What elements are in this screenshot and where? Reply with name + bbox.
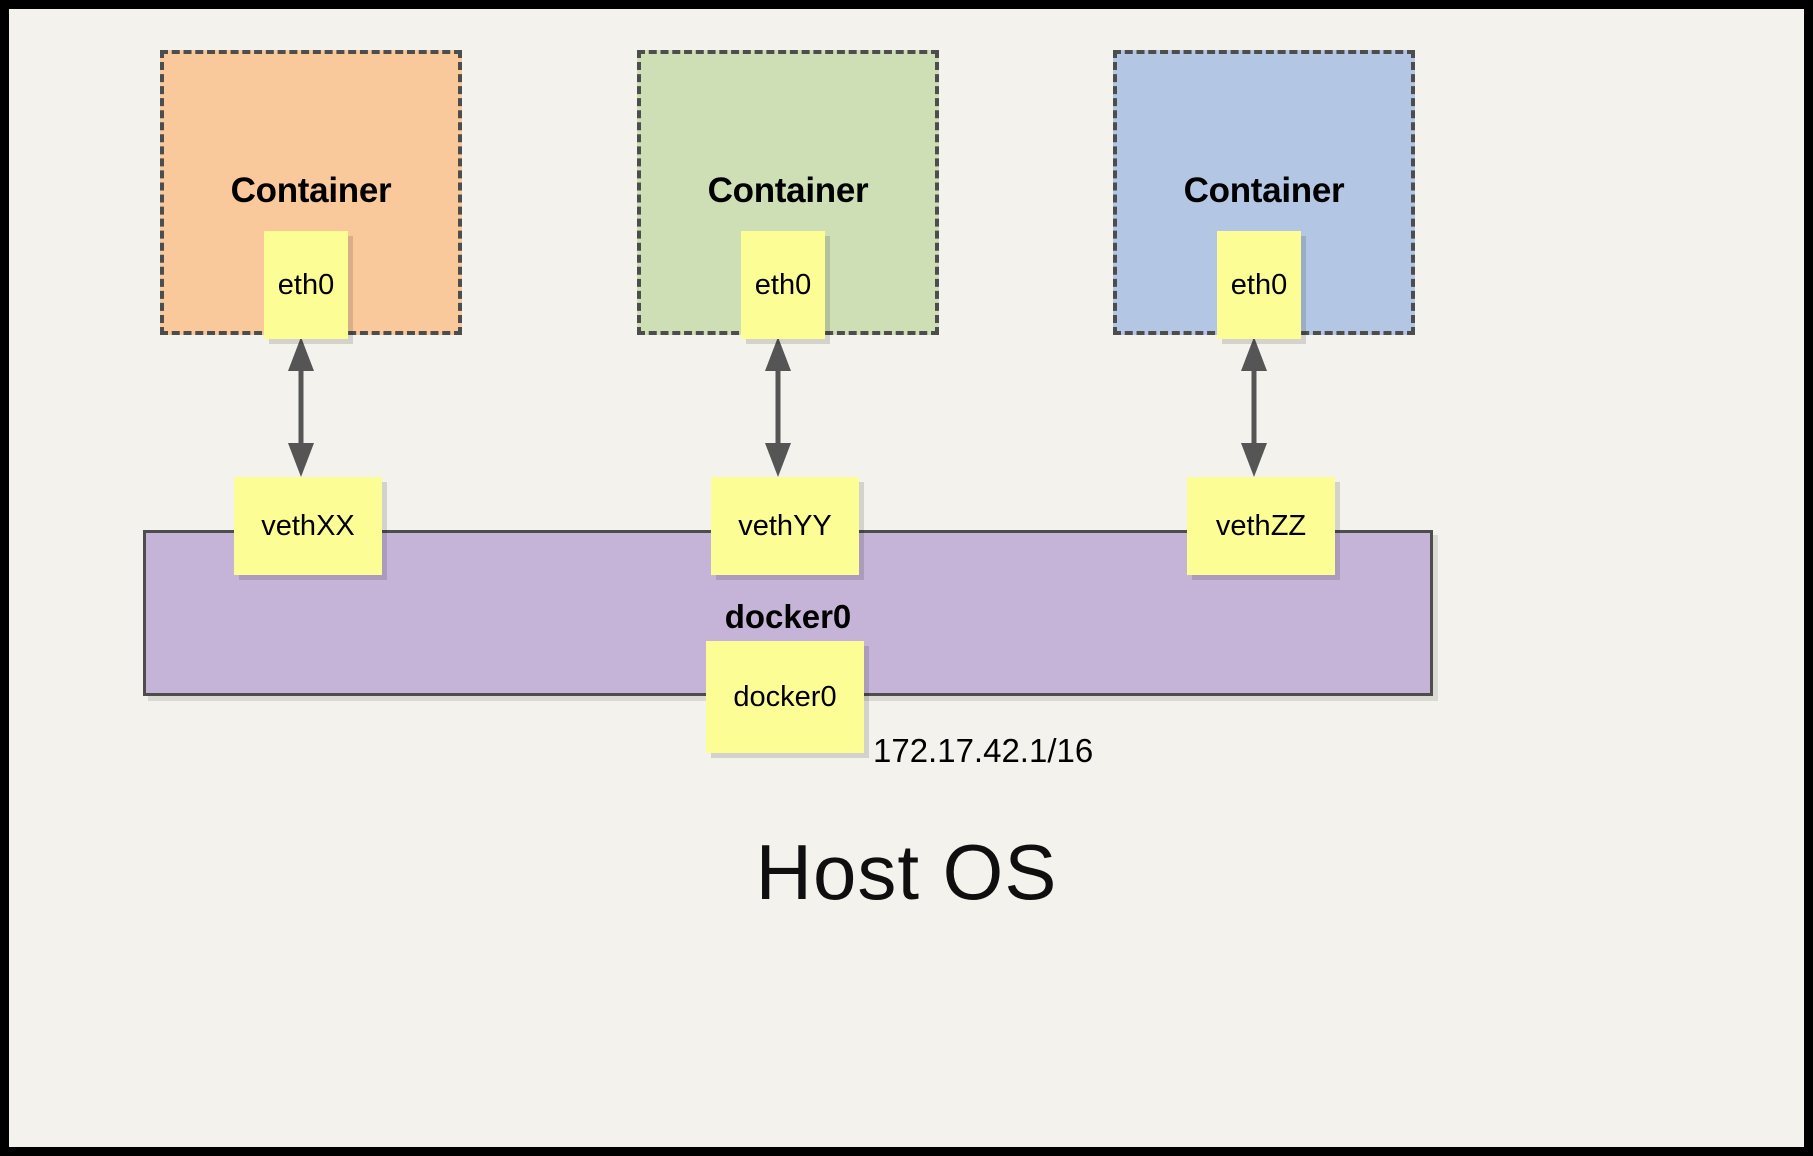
docker0-interface-box: docker0 — [706, 641, 864, 753]
veth-link-arrow-2 — [765, 337, 791, 477]
veth-link-arrow-1 — [288, 337, 314, 477]
container-label-3: Container — [1183, 171, 1345, 210]
container-label-1: Container — [230, 171, 392, 210]
docker0-ip-address-label: 172.17.42.1/16 — [873, 732, 1094, 769]
veth-link-arrow-3 — [1241, 337, 1267, 477]
veth-interface-1: vethXX — [234, 477, 382, 575]
eth0-interface-2: eth0 — [741, 231, 825, 339]
veth-interface-3: vethZZ — [1187, 477, 1335, 575]
diagram-stage: Container Container Container docker0 et… — [9, 9, 1804, 1147]
eth0-interface-1: eth0 — [264, 231, 348, 339]
eth0-interface-3: eth0 — [1217, 231, 1301, 339]
host-os-caption: Host OS — [755, 828, 1058, 916]
container-label-2: Container — [707, 171, 869, 210]
docker0-bridge-label: docker0 — [724, 598, 852, 635]
veth-interface-2: vethYY — [711, 477, 859, 575]
